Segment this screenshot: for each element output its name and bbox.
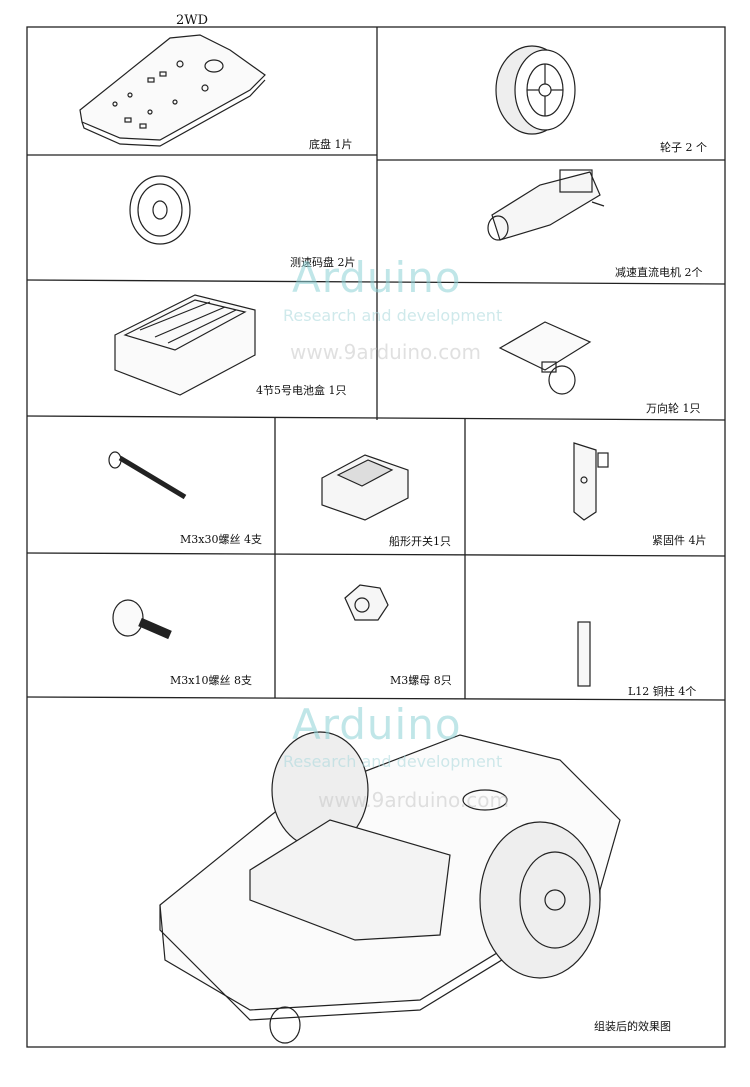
part-label-motor: 减速直流电机 2个 — [615, 266, 703, 279]
battery-illustration — [114, 294, 256, 396]
watermark-brand-bottom: Arduino — [292, 700, 462, 749]
switch-illustration — [321, 454, 409, 521]
assembled-car-illustration — [159, 731, 621, 1044]
part-label-screw10: M3x10螺丝 8支 — [170, 674, 252, 687]
watermark-tagline-bottom: Research and development — [283, 752, 503, 771]
part-label-caster: 万向轮 1只 — [646, 402, 701, 415]
screw30-illustration — [108, 451, 187, 500]
part-label-fastener: 紧固件 4片 — [652, 534, 707, 547]
wheel-illustration — [495, 45, 576, 135]
page-title: 2WD — [176, 13, 209, 28]
motor-illustration — [487, 169, 605, 241]
part-label-screw30: M3x30螺丝 4支 — [180, 533, 262, 546]
chassis-illustration — [79, 34, 266, 147]
assembled-label: 组装后的效果图 — [594, 1020, 671, 1033]
screw10-illustration — [112, 599, 172, 640]
part-label-pillar: L12 铜柱 4个 — [628, 685, 697, 698]
part-label-wheel: 轮子 2 个 — [660, 141, 707, 154]
watermark-brand-top: Arduino — [292, 253, 462, 302]
part-label-encoder: 测速码盘 2片 — [290, 256, 356, 269]
part-label-switch: 船形开关1只 — [389, 535, 451, 548]
part-label-battery: 4节5号电池盒 1只 — [256, 384, 347, 397]
fastener-illustration — [573, 442, 609, 521]
part-label-nut: M3螺母 8只 — [390, 674, 452, 687]
part-label-chassis: 底盘 1片 — [309, 138, 353, 151]
caster-illustration — [498, 321, 592, 395]
watermark-tagline-top: Research and development — [283, 306, 503, 325]
watermark-url-top: www.9arduino.com — [290, 340, 482, 364]
pillar-illustration — [577, 621, 591, 687]
encoder-illustration — [129, 175, 191, 245]
watermark-url-bottom: www.9arduino.com — [318, 788, 510, 812]
nut-illustration — [344, 584, 389, 621]
